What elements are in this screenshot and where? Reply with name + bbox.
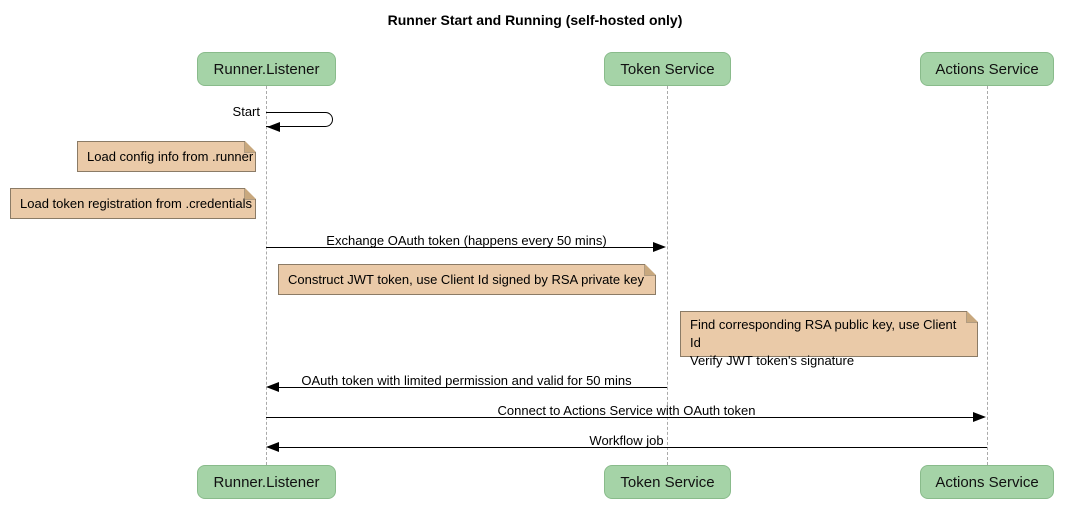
arrowhead-left-icon (267, 122, 280, 132)
participant-token-service-bottom: Token Service (604, 465, 731, 499)
note-verify-jwt-line2: Verify JWT token's signature (690, 353, 855, 368)
message-exchange-oauth-line (266, 247, 655, 248)
participant-label: Actions Service (935, 473, 1039, 491)
note-verify-jwt-line1: Find corresponding RSA public key, use C… (690, 317, 957, 350)
message-workflow-job-line (279, 447, 987, 448)
note-verify-jwt: Find corresponding RSA public key, use C… (680, 311, 978, 368)
arrowhead-left-icon (266, 442, 279, 452)
message-oauth-return-label: OAuth token with limited permission and … (301, 373, 632, 388)
arrowhead-left-icon (266, 382, 279, 392)
participant-label: Token Service (620, 60, 715, 78)
participant-label: Runner.Listener (213, 60, 320, 78)
message-start-loop (266, 112, 333, 127)
message-exchange-oauth-label: Exchange OAuth token (happens every 50 m… (326, 233, 607, 248)
participant-label: Runner.Listener (213, 473, 320, 491)
participant-token-service-top: Token Service (604, 52, 731, 86)
message-connect-actions-line (266, 417, 975, 418)
participant-label: Actions Service (935, 60, 1039, 78)
note-construct-jwt: Construct JWT token, use Client Id signe… (278, 264, 656, 295)
arrowhead-right-icon (653, 242, 666, 252)
lifeline-actions-service (987, 86, 988, 465)
note-load-credentials: Load token registration from .credential… (10, 188, 256, 219)
message-workflow-job-label: Workflow job (589, 433, 664, 448)
message-connect-actions-label: Connect to Actions Service with OAuth to… (497, 403, 756, 418)
message-oauth-return-line (279, 387, 667, 388)
lifeline-runner-listener (266, 86, 267, 465)
arrowhead-right-icon (973, 412, 986, 422)
participant-runner-listener-bottom: Runner.Listener (197, 465, 336, 499)
participant-actions-service-bottom: Actions Service (920, 465, 1054, 499)
participant-label: Token Service (620, 473, 715, 491)
message-start-label: Start (232, 104, 260, 119)
lifeline-token-service (667, 86, 668, 465)
participant-runner-listener-top: Runner.Listener (197, 52, 336, 86)
diagram-title: Runner Start and Running (self-hosted on… (387, 12, 683, 28)
participant-actions-service-top: Actions Service (920, 52, 1054, 86)
note-load-config: Load config info from .runner (77, 141, 256, 172)
